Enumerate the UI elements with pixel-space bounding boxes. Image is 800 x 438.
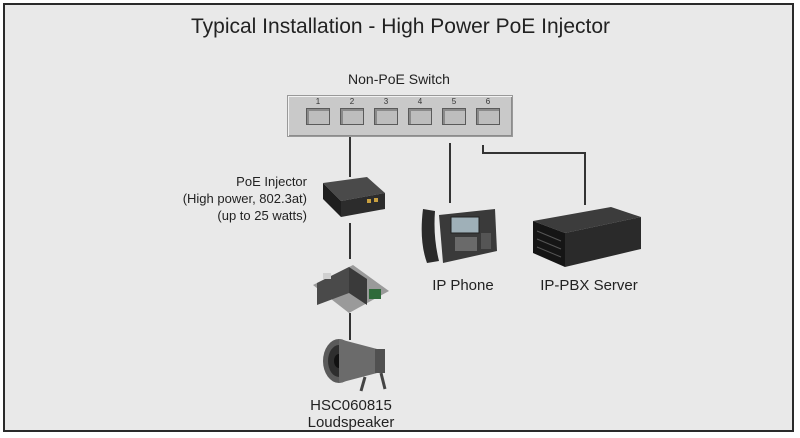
poe-splitter-module-icon xyxy=(313,265,389,313)
poe-injector-icon xyxy=(323,177,385,217)
cable-switch-to-server xyxy=(482,145,586,205)
speaker-model: HSC060815 xyxy=(310,397,392,414)
diagram-title: Typical Installation - High Power PoE In… xyxy=(190,15,611,38)
switch-port xyxy=(340,108,364,125)
switch-port xyxy=(442,108,466,125)
cable-layer xyxy=(349,133,586,340)
speaker-label: HSC060815 Loudspeaker xyxy=(291,397,411,431)
ip-pbx-server-label: IP-PBX Server xyxy=(540,277,638,294)
non-poe-switch: 1 2 3 4 5 6 xyxy=(287,95,513,137)
diagram-frame: Typical Installation - High Power PoE In… xyxy=(3,3,794,432)
ip-phone-label: IP Phone xyxy=(432,277,494,294)
ip-phone-icon xyxy=(421,209,497,263)
switch-port xyxy=(306,108,330,125)
port-number: 5 xyxy=(451,97,457,106)
horn-loudspeaker-icon xyxy=(323,339,387,392)
port-number: 3 xyxy=(383,97,389,106)
switch-port xyxy=(374,108,398,125)
injector-label-line3: (up to 25 watts) xyxy=(217,208,307,223)
port-number: 1 xyxy=(315,97,321,106)
port-number: 4 xyxy=(417,97,423,106)
speaker-type: Loudspeaker xyxy=(307,414,395,431)
injector-label: PoE Injector (High power, 802.3at) (up t… xyxy=(145,173,307,224)
port-number: 6 xyxy=(485,97,491,106)
switch-label: Non-PoE Switch xyxy=(348,71,450,87)
injector-label-line1: PoE Injector xyxy=(236,174,307,189)
ip-pbx-server-icon xyxy=(533,207,641,267)
port-number: 2 xyxy=(349,97,355,106)
switch-port xyxy=(476,108,500,125)
switch-port xyxy=(408,108,432,125)
injector-label-line2: (High power, 802.3at) xyxy=(182,191,307,206)
